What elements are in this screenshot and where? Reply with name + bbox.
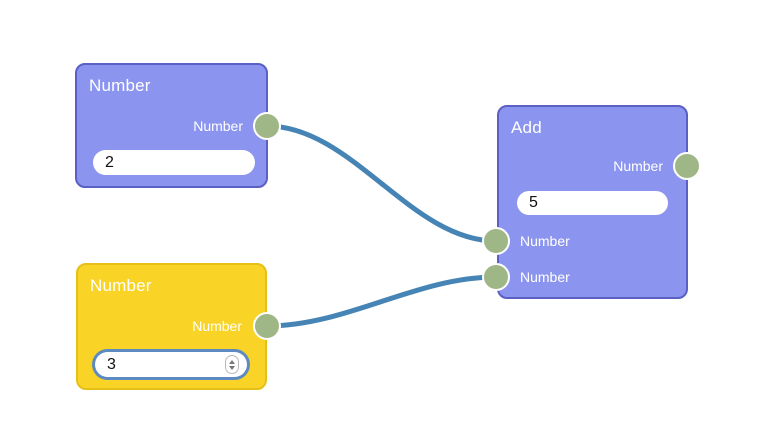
node-add[interactable]: Add Number Number Number [497, 105, 688, 299]
number-input[interactable] [95, 352, 247, 377]
input-port-label: Number [520, 233, 570, 249]
number-value-field [93, 150, 255, 175]
node-title: Add [511, 118, 542, 137]
stepper-down-icon[interactable] [229, 365, 235, 370]
node-number-1[interactable]: Number Number [75, 63, 268, 188]
number-stepper[interactable] [225, 355, 239, 374]
output-port-label: Number [193, 118, 243, 134]
number-input[interactable] [517, 191, 668, 215]
output-port[interactable] [673, 152, 701, 180]
input-port[interactable] [482, 263, 510, 291]
number-value-field-focused [95, 352, 247, 377]
input-port[interactable] [482, 227, 510, 255]
input-port-label: Number [520, 269, 570, 285]
output-port-label: Number [613, 158, 663, 174]
node-number-2[interactable]: Number Number [76, 263, 267, 390]
output-port-label: Number [192, 318, 242, 334]
stepper-up-icon[interactable] [229, 359, 235, 364]
node-title: Number [89, 76, 151, 95]
wire-number2-to-add[interactable] [264, 274, 499, 329]
number-input[interactable] [93, 150, 255, 175]
output-port[interactable] [253, 112, 281, 140]
wire-number1-to-add[interactable] [264, 123, 499, 244]
number-value-field [517, 191, 668, 215]
node-title: Number [90, 276, 152, 295]
output-port[interactable] [253, 312, 281, 340]
